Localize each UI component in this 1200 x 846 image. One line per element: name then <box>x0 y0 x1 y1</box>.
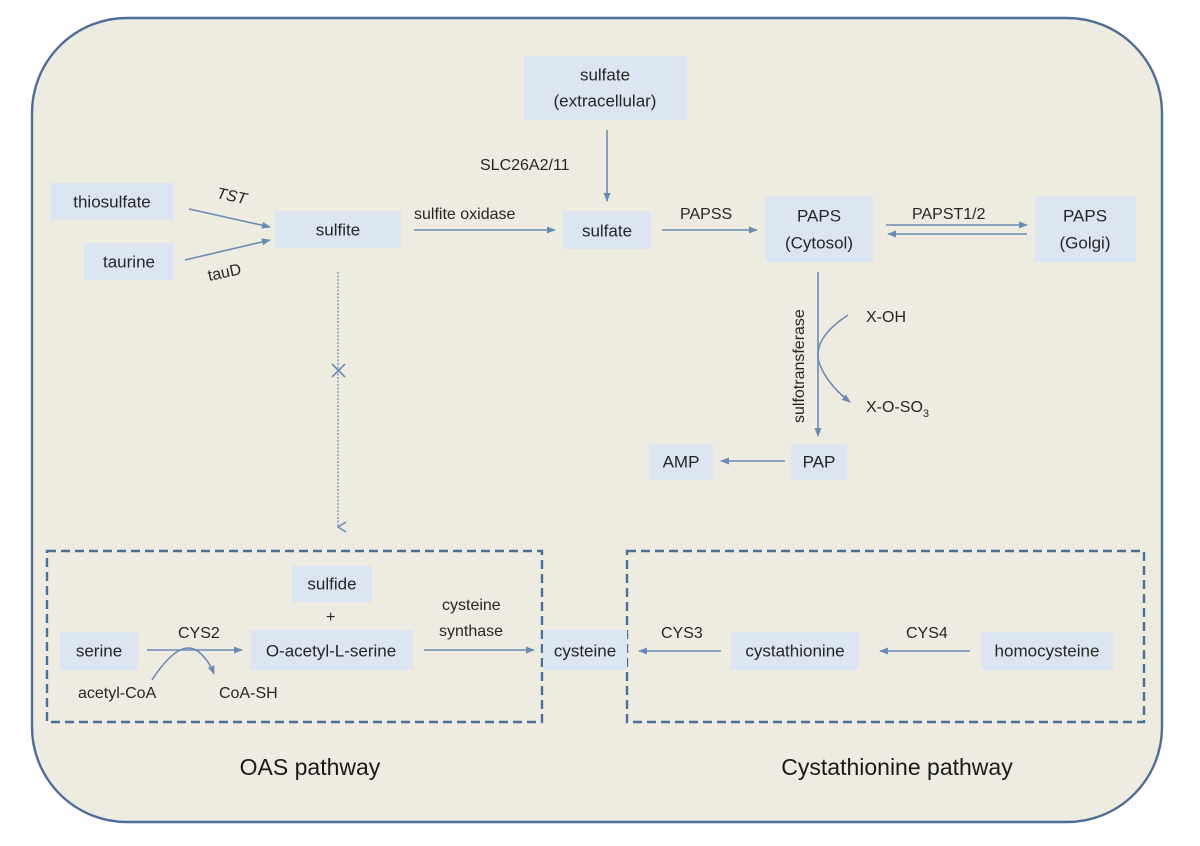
enzyme-label-taud: tauD <box>206 261 243 285</box>
node-label: PAPS <box>797 207 841 226</box>
node-label: O-acetyl-L-serine <box>266 642 396 661</box>
node-label: sulfide <box>307 575 356 594</box>
node-label: (extracellular) <box>554 92 657 111</box>
node-label: sulfite <box>316 221 360 240</box>
node-pap: PAP <box>791 444 847 480</box>
node-label: serine <box>76 642 122 661</box>
node-label: (Cytosol) <box>785 234 853 253</box>
arrow-taurine-to-sulfite <box>184 238 271 261</box>
enzyme-label-sulfite-oxidase: sulfite oxidase <box>414 206 515 223</box>
substrate-label-x-oh: X-OH <box>866 309 906 326</box>
enzyme-label-cysteine-synthase-line1: cysteine <box>442 597 501 614</box>
enzyme-label-cys4: CYS4 <box>906 625 948 642</box>
node-sulfate-extracellular: sulfate (extracellular) <box>524 56 687 120</box>
blocked-x-icon <box>331 363 346 378</box>
node-label: (Golgi) <box>1059 234 1110 253</box>
product-label-x-o-so3: X-O-SO3 <box>866 399 929 420</box>
pathway-title-oas: OAS pathway <box>240 754 381 780</box>
node-amp: AMP <box>649 444 713 480</box>
node-sulfide: sulfide <box>292 566 372 602</box>
enzyme-label-cys3: CYS3 <box>661 625 703 642</box>
node-serine: serine <box>60 632 138 670</box>
node-homocysteine: homocysteine <box>981 632 1113 670</box>
arrow-acetyl-coa-to-coa-sh <box>151 647 215 681</box>
enzyme-label-tst: TST <box>215 185 249 208</box>
node-label: cystathionine <box>745 642 844 661</box>
node-label: sulfate <box>580 66 630 85</box>
node-label: PAPS <box>1063 207 1107 226</box>
enzyme-label-cysteine-synthase-line2: synthase <box>439 623 503 640</box>
node-label: homocysteine <box>995 642 1100 661</box>
node-sulfite: sulfite <box>275 211 401 248</box>
enzyme-label-sulfotransferase: sulfotransferase <box>791 309 808 423</box>
enzyme-label-papss: PAPSS <box>680 206 732 223</box>
node-label: cysteine <box>554 642 616 661</box>
arrow-thiosulfate-to-sulfite <box>188 208 271 229</box>
product-label-coa-sh: CoA-SH <box>219 685 278 702</box>
node-sulfate: sulfate <box>563 211 651 249</box>
node-label: taurine <box>103 253 155 272</box>
node-thiosulfate: thiosulfate <box>50 183 174 220</box>
node-label: AMP <box>663 453 700 472</box>
pathway-title-cystathionine: Cystathionine pathway <box>781 754 1013 780</box>
node-taurine: taurine <box>84 243 174 280</box>
node-label: thiosulfate <box>73 193 151 212</box>
transporter-label-slc26a2-11: SLC26A2/11 <box>480 157 570 174</box>
node-paps-golgi: PAPS (Golgi) <box>1035 196 1136 262</box>
oas-pathway-box <box>45 549 544 724</box>
node-label: PAP <box>803 453 836 472</box>
arrow-x-oh-to-x-o-so3 <box>817 314 851 403</box>
cosubstrate-label-acetyl-coa: acetyl-CoA <box>78 685 157 702</box>
node-o-acetyl-l-serine: O-acetyl-L-serine <box>250 630 413 670</box>
node-label: sulfate <box>582 222 632 241</box>
node-paps-cytosol: PAPS (Cytosol) <box>765 196 873 262</box>
node-cystathionine: cystathionine <box>731 632 859 670</box>
plus-sign: + <box>326 609 335 626</box>
transporter-label-papst1-2: PAPST1/2 <box>912 206 986 223</box>
enzyme-label-cys2: CYS2 <box>178 625 220 642</box>
cell-boundary <box>30 16 1164 824</box>
node-cysteine: cysteine <box>543 630 627 670</box>
